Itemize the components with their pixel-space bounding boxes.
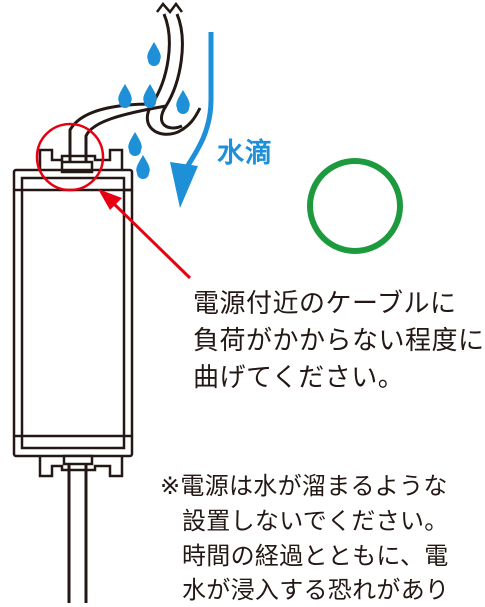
note-line-3: 時間の経過とともに、電 xyxy=(182,542,449,570)
note-line-4: 水が浸入する恐れがあり xyxy=(182,576,450,604)
water-drop-icon xyxy=(128,132,142,156)
water-drop-icon xyxy=(143,84,157,108)
cable-top xyxy=(68,1,202,170)
water-drop-icon xyxy=(147,42,161,66)
pointer-line xyxy=(108,198,192,280)
water-drops-label: 水滴 xyxy=(217,138,273,169)
water-drop-icon xyxy=(176,90,190,114)
highlight-marker xyxy=(35,122,192,280)
cable-bottom xyxy=(67,464,88,603)
water-drops xyxy=(118,42,190,179)
instruction-line-2: 負荷がかからない程度に xyxy=(193,326,485,356)
highlight-circle xyxy=(35,122,105,192)
water-drop-icon xyxy=(136,155,150,179)
note-line-1: ※電源は水が溜まるような xyxy=(160,472,448,500)
water-drop-icon xyxy=(118,84,132,108)
instruction-line-3: 曲げてください。 xyxy=(193,363,405,393)
pointer-arrowhead xyxy=(98,189,122,210)
note-line-2: 設置しないでください。 xyxy=(182,507,449,535)
water-flow-arrow xyxy=(170,32,214,208)
instruction-line-1: 電源付近のケーブルに xyxy=(193,289,457,319)
ok-mark-icon xyxy=(307,158,403,254)
